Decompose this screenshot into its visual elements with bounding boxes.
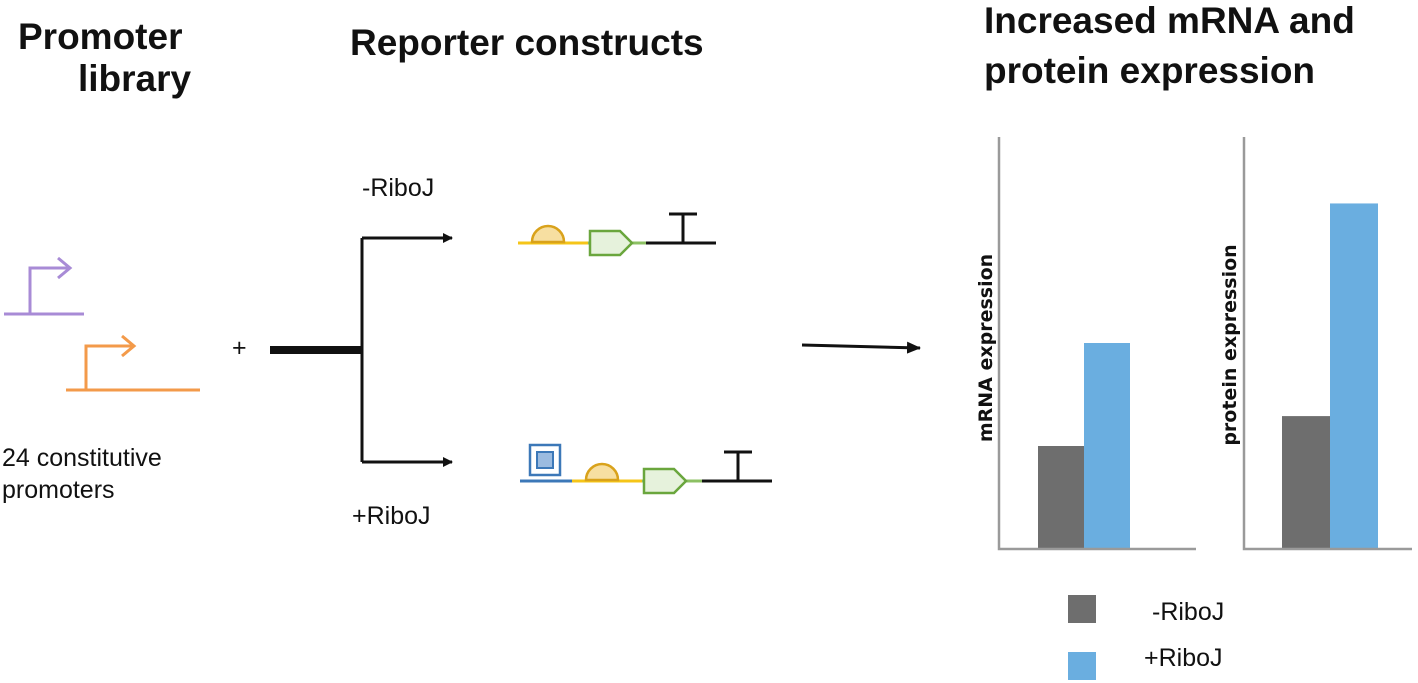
terminator-icon: [724, 450, 752, 481]
heading-increased-line1: Increased mRNA and: [984, 0, 1355, 41]
result-arrow: [801, 341, 921, 354]
heading-promoter-library: Promoter library: [18, 16, 191, 100]
legend-swatch-minus: [1068, 595, 1096, 623]
heading-increased-expression: Increased mRNA and protein expression: [984, 0, 1355, 92]
rbs-icon: [584, 462, 620, 482]
protein-chart: protein expression: [1219, 137, 1412, 551]
branch-label-minus: -RiboJ: [362, 174, 435, 202]
cds-icon: [588, 229, 634, 257]
promoter-purple-icon: [4, 256, 84, 316]
mrna-bar-plus-riboj: [1084, 343, 1130, 549]
library-caption-line1: 24 constitutive: [2, 444, 162, 472]
legend-label-minus: -RiboJ: [1152, 598, 1225, 626]
legend-swatch-plus: [1068, 652, 1096, 680]
protein-chart-ylabel: protein expression: [1219, 244, 1241, 445]
branch-connector: [270, 233, 453, 467]
mrna-chart-ylabel: mRNA expression: [975, 254, 997, 442]
protein-bar-minus-riboj: [1282, 416, 1330, 549]
heading-promoter-line1: Promoter: [18, 16, 183, 57]
heading-increased-line2: protein expression: [984, 49, 1316, 91]
mrna-chart: mRNA expression: [975, 137, 1196, 551]
heading-reporter-constructs: Reporter constructs: [350, 22, 704, 63]
protein-chart-axes: [1242, 137, 1412, 551]
protein-bar-plus-riboj: [1330, 203, 1378, 550]
cds-icon: [642, 467, 688, 495]
promoter-orange-icon: [66, 334, 200, 392]
heading-promoter-line2: library: [78, 57, 192, 99]
terminator-icon: [669, 212, 697, 243]
construct-minus-riboj: [518, 212, 716, 257]
branch-label-plus: +RiboJ: [352, 502, 431, 530]
library-caption: 24 constitutive promoters: [2, 444, 162, 505]
mrna-bar-minus-riboj: [1038, 446, 1084, 549]
construct-plus-riboj: [520, 443, 772, 495]
legend-label-plus: +RiboJ: [1144, 644, 1223, 672]
plus-sign: +: [232, 334, 247, 362]
rbs-icon: [530, 224, 566, 244]
library-caption-line2: promoters: [2, 476, 115, 505]
mrna-chart-axes: [997, 137, 1196, 551]
riboj-icon: [528, 443, 562, 477]
